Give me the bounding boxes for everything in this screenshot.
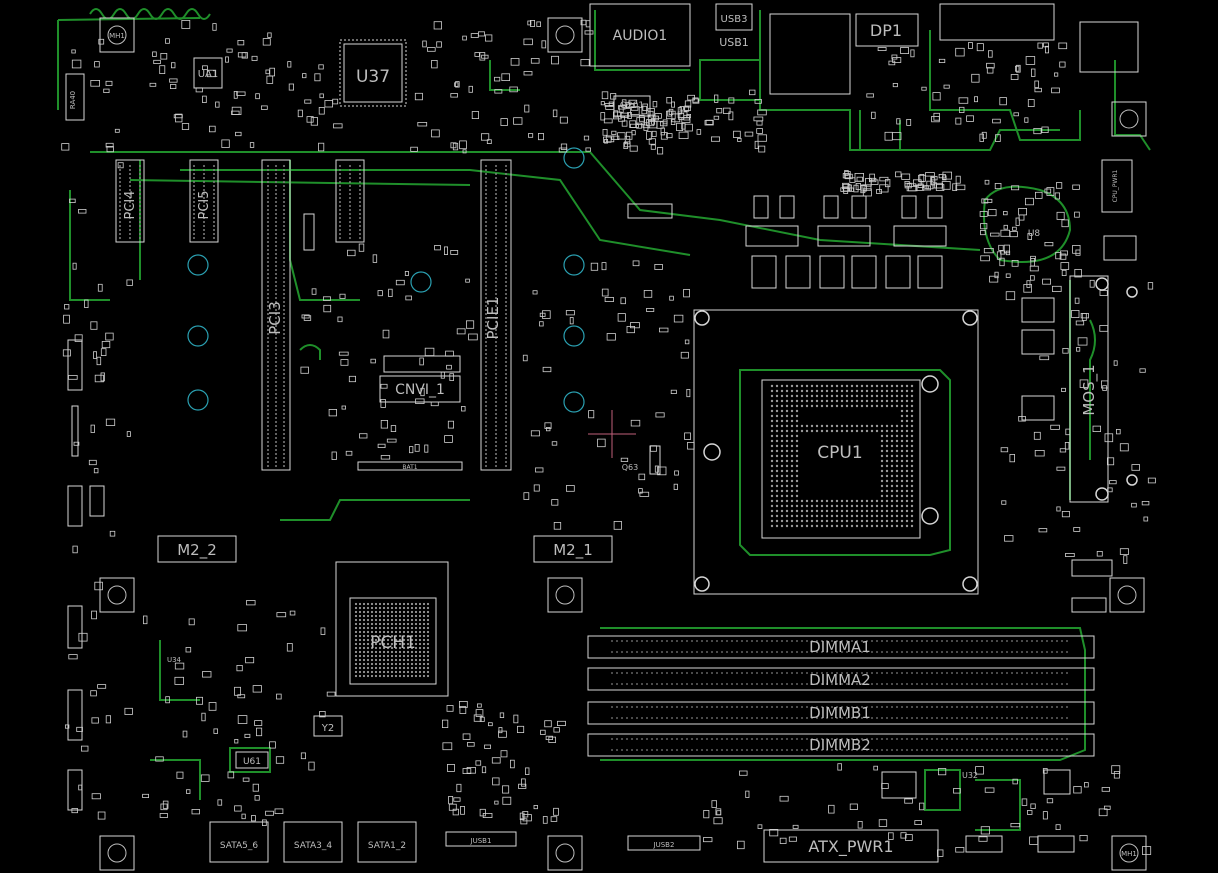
label-u34: U34: [167, 656, 182, 664]
label-u37: U37: [356, 67, 390, 87]
label-cnvi1: CNVI_1: [395, 382, 445, 398]
label-y2: Y2: [321, 723, 334, 734]
label-pci3: PCI3: [266, 301, 284, 335]
label-jusb2: JUSB2: [653, 841, 675, 849]
label-mos: MOS_1: [1080, 364, 1099, 415]
label-ua1: UA1: [198, 69, 219, 80]
label-pcie1: PCIE1: [484, 297, 502, 340]
label-mh-top-left: MH1: [109, 32, 125, 40]
dimm-pin-dots: [611, 640, 1068, 751]
label-dimmb2: DIMMB2: [809, 736, 871, 754]
label-usb1: USB1: [719, 36, 749, 49]
label-cpu-pwr1: CPU_PWR1: [1112, 169, 1119, 202]
label-sata3-4: SATA3_4: [294, 841, 333, 851]
cyan-vias: [187, 147, 585, 413]
label-ra40: RA40: [69, 91, 77, 109]
label-m2-1: M2_1: [553, 541, 593, 560]
label-m2-2: M2_2: [177, 541, 217, 560]
label-audio1: AUDIO1: [613, 28, 668, 44]
label-u32: U32: [962, 771, 978, 780]
label-pch1: PCH1: [370, 633, 416, 653]
label-dimmb1: DIMMB1: [809, 704, 871, 722]
label-pci4: PCI4: [123, 190, 138, 219]
label-jusb1: JUSB1: [470, 837, 492, 845]
socket-holes: [694, 277, 1138, 592]
label-mh-bottom-right: MH1: [1121, 850, 1137, 858]
label-sata1-2: SATA1_2: [368, 841, 406, 851]
label-usb3: USB3: [721, 14, 748, 25]
cpu-bga-dots: [770, 384, 914, 528]
label-dimma2: DIMMA2: [809, 671, 871, 689]
slot-pin-dots: [119, 165, 507, 467]
crosshair-icon: [588, 410, 636, 458]
label-q63: Q63: [622, 463, 638, 472]
label-pci5: PCI5: [197, 190, 212, 219]
label-dimma1: DIMMA1: [809, 638, 871, 656]
label-cpu1: CPU1: [817, 443, 862, 463]
label-atx-pwr1: ATX_PWR1: [808, 837, 893, 857]
small-pads: [61, 19, 1156, 857]
pch-bga-dots: [354, 602, 430, 678]
label-bat1: BAT1: [402, 464, 417, 471]
label-u61: U61: [243, 757, 261, 767]
label-u8: U8: [1028, 229, 1041, 239]
label-dp1: DP1: [870, 21, 902, 40]
mount-hole-icon: [107, 25, 1139, 863]
label-sata5-6: SATA5_6: [220, 841, 259, 851]
component-outlines: [65, 3, 1147, 871]
label-q201: Q201: [620, 101, 644, 111]
designator-labels: U37 UA1 AUDIO1 USB3 USB1 DP1 PCI3 PCI4 P…: [69, 14, 1137, 858]
